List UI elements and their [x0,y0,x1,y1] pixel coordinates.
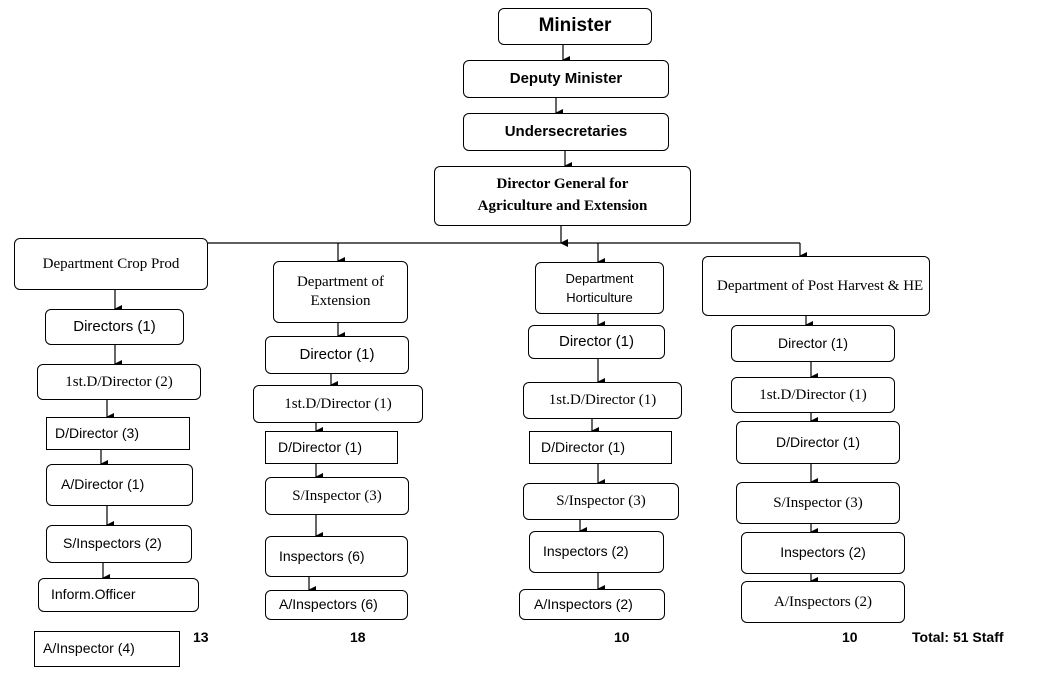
role-label: Directors (1) [73,317,156,335]
total-post-harvest: 10 [842,629,858,645]
role-label: S/Inspector (3) [556,493,646,510]
director-general-label: Director General for Agriculture and Ext… [477,176,648,214]
role-label: A/Inspectors (2) [774,593,872,610]
role-box: S/Inspector (3) [523,483,679,520]
role-label: A/Inspectors (2) [534,595,633,612]
role-label: 1st.D/Director (1) [759,386,867,403]
role-label: S/Inspector (3) [773,494,863,511]
role-box: D/Director (3) [46,417,190,450]
role-box: A/Inspectors (2) [519,589,665,620]
total-horticulture: 10 [614,629,630,645]
role-box: Inspectors (2) [741,532,905,574]
role-label: A/Inspector (4) [43,640,135,657]
role-box: 1st.D/Director (1) [253,385,423,423]
role-box: Director (1) [528,325,665,359]
role-box: S/Inspector (3) [265,477,409,515]
deputy-minister-box: Deputy Minister [463,60,669,98]
role-label: Director (1) [777,334,848,351]
director-general-box: Director General for Agriculture and Ext… [434,166,691,226]
role-label: D/Director (3) [55,424,140,441]
role-label: D/Director (1) [775,433,860,450]
role-box: A/Director (1) [46,464,193,506]
department-post-harvest-label: Department of Post Harvest & HE [717,277,924,294]
role-label: Director (1) [558,332,634,350]
grand-total: Total: 51 Staff [912,629,1004,645]
role-box: D/Director (1) [265,431,398,464]
role-box: 1st.D/Director (1) [523,382,682,419]
role-box: S/Inspectors (2) [46,525,192,563]
role-box: A/Inspectors (6) [265,590,408,620]
role-label: A/Director (1) [61,476,145,493]
total-extension: 18 [350,629,366,645]
role-box: Inform.Officer [38,578,199,612]
department-extension: Department of Extension [273,261,408,323]
role-label: Inform.Officer [51,586,136,603]
role-box: Director (1) [731,325,895,362]
department-horticulture: Department Horticulture [535,262,664,314]
role-label: S/Inspectors (2) [63,535,162,552]
minister-box: Minister [498,8,652,45]
role-label: D/Director (1) [541,438,626,455]
role-label: Inspectors (2) [543,543,629,560]
department-crop-prod: Department Crop Prod [14,238,208,290]
role-label: 1st.D/Director (1) [284,395,392,412]
role-box: Directors (1) [45,309,184,345]
department-extension-label: Department of Extension [296,273,385,310]
department-crop-prod-label: Department Crop Prod [42,255,180,272]
minister-label: Minister [538,15,612,37]
department-horticulture-label: Department Horticulture [565,270,634,306]
role-box: Inspectors (2) [529,531,664,573]
role-box: 1st.D/Director (1) [731,377,895,413]
role-label: A/Inspectors (6) [279,596,378,613]
role-box: A/Inspectors (2) [741,581,905,623]
role-label: 1st.D/Director (2) [65,373,173,390]
role-box: 1st.D/Director (2) [37,364,201,400]
role-label: 1st.D/Director (1) [548,392,657,409]
role-label: D/Director (1) [278,438,363,455]
role-box: D/Director (1) [736,421,900,464]
role-label: S/Inspector (3) [292,487,382,504]
undersecretaries-box: Undersecretaries [463,113,669,151]
role-box: S/Inspector (3) [736,482,900,524]
role-label: Inspectors (6) [279,547,365,564]
deputy-minister-label: Deputy Minister [509,69,623,87]
role-label: Director (1) [299,345,375,363]
role-box: D/Director (1) [529,431,672,464]
role-box: A/Inspector (4) [34,631,180,667]
total-crop-prod: 13 [193,629,209,645]
role-box: Inspectors (6) [265,536,408,577]
department-post-harvest: Department of Post Harvest & HE [702,256,930,316]
undersecretaries-label: Undersecretaries [504,122,628,140]
role-label: Inspectors (2) [780,544,866,561]
role-box: Director (1) [265,336,409,374]
